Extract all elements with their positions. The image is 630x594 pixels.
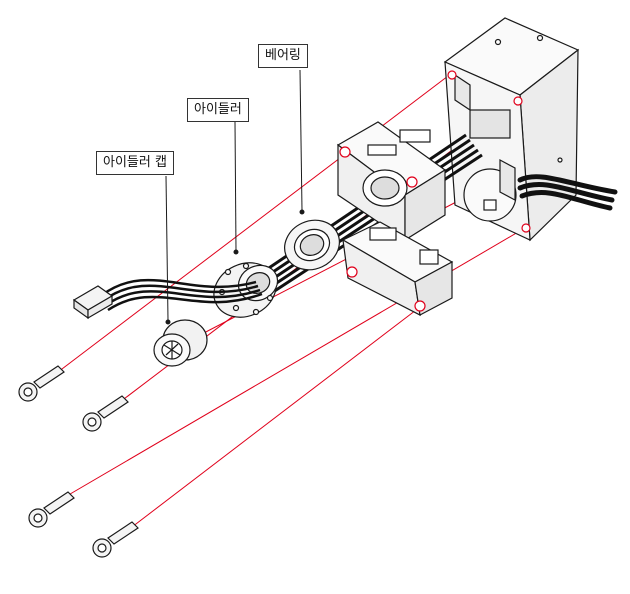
guide-line-4 — [131, 306, 421, 528]
housing-screw-holes — [447, 70, 531, 233]
callout-idler: 아이들러 — [187, 98, 249, 122]
leader-lines — [165, 69, 305, 325]
leader-idler-cap — [165, 175, 169, 321]
screw-2 — [82, 395, 129, 432]
frame-lower-screw-holes — [346, 266, 426, 312]
idler-cap — [153, 319, 208, 367]
screw-4 — [92, 521, 139, 558]
motor-housing — [443, 17, 580, 242]
callout-bearing: 베어링 — [258, 44, 308, 68]
connector-plug — [72, 285, 114, 320]
guide-line-3 — [64, 227, 526, 498]
leader-idler — [234, 121, 237, 251]
callout-idler-cap: 아이들러 캡 — [96, 151, 174, 175]
screw-3 — [28, 491, 75, 528]
connector-cable — [101, 278, 263, 312]
bearing — [284, 219, 340, 271]
guide-line-1 — [57, 72, 453, 373]
screws — [18, 365, 139, 558]
screw-1 — [18, 365, 65, 402]
gearbox-frame-upper — [336, 121, 447, 242]
frame-upper-screw-holes — [339, 146, 418, 188]
housing-output-cable — [517, 174, 618, 211]
leader-bearing — [299, 69, 303, 211]
gearbox-frame-lower — [341, 221, 454, 317]
